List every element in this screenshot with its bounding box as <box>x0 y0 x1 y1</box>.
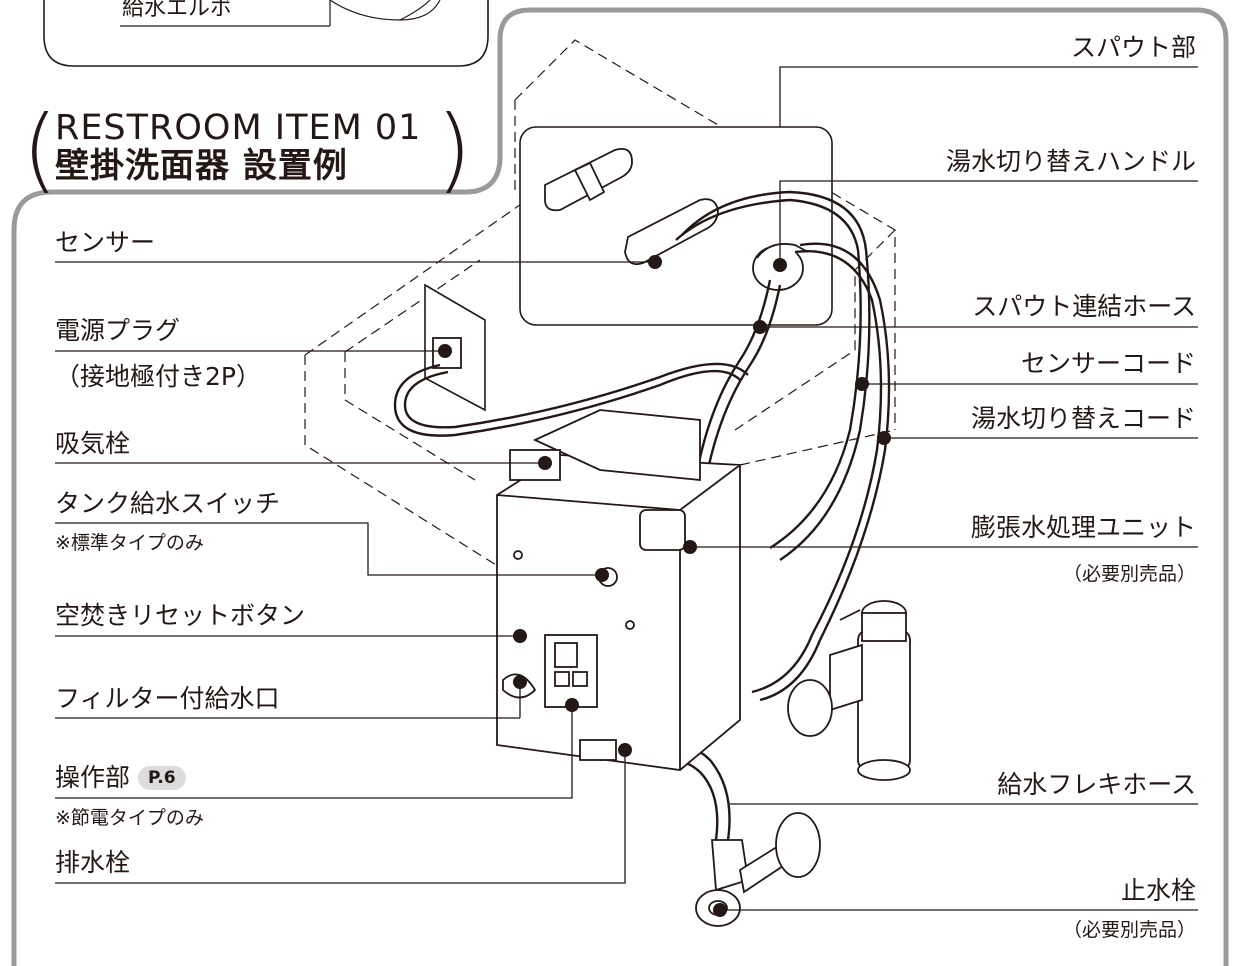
main-frame <box>11 7 1229 966</box>
spout-body <box>544 147 809 291</box>
leader-dots <box>438 255 891 917</box>
label-expansion-unit-note: （必要別売品） <box>1062 563 1196 585</box>
title-line2: 壁掛洗面器 設置例 <box>55 146 348 186</box>
label-reset-button: 空焚きリセットボタン <box>55 601 306 630</box>
label-air-intake: 吸気栓 <box>55 429 131 458</box>
label-sensor: センサー <box>55 228 156 257</box>
leader-lines <box>55 66 1198 911</box>
title-close-paren: ) <box>436 96 472 203</box>
label-sensor-cord: センサーコード <box>1020 349 1196 378</box>
label-power-plug: 電源プラグ <box>55 316 181 345</box>
label-tank-switch: タンク給水スイッチ <box>55 489 281 518</box>
label-stop-valve-note: （必要別売品） <box>1062 919 1196 941</box>
label-power-plug-note: （接地極付き2P） <box>55 362 261 391</box>
label-hot-cold-handle: 湯水切り替えハンドル <box>945 147 1196 176</box>
inset-frame <box>43 0 489 67</box>
label-control-panel: 操作部 P.6 <box>55 763 186 793</box>
label-control-panel-note: ※節電タイプのみ <box>55 807 204 829</box>
label-drain: 排水栓 <box>55 848 131 877</box>
label-flex-hose: 給水フレキホース <box>997 770 1196 799</box>
inset-label-water-elbow: 給水エルボ <box>122 0 233 21</box>
hoses <box>393 190 891 841</box>
label-tank-switch-note: ※標準タイプのみ <box>55 532 204 554</box>
title-line1: RESTROOM ITEM 01 <box>55 108 422 148</box>
page-ref-badge: P.6 <box>138 766 186 790</box>
label-stop-valve: 止水栓 <box>1120 876 1196 905</box>
elbow-sketch <box>329 0 441 21</box>
label-expansion-unit: 膨張水処理ユニット <box>970 513 1196 542</box>
expansion-unit-drawing <box>787 600 911 781</box>
tank <box>496 409 741 771</box>
label-filter-inlet: フィルター付給水口 <box>55 684 280 713</box>
label-control-panel-text: 操作部 <box>55 763 131 792</box>
label-spout: スパウト部 <box>1070 33 1196 62</box>
label-spout-hose: スパウト連結ホース <box>972 292 1196 321</box>
label-hot-cold-cord: 湯水切り替えコード <box>970 404 1196 433</box>
title-open-paren: ( <box>22 96 58 203</box>
